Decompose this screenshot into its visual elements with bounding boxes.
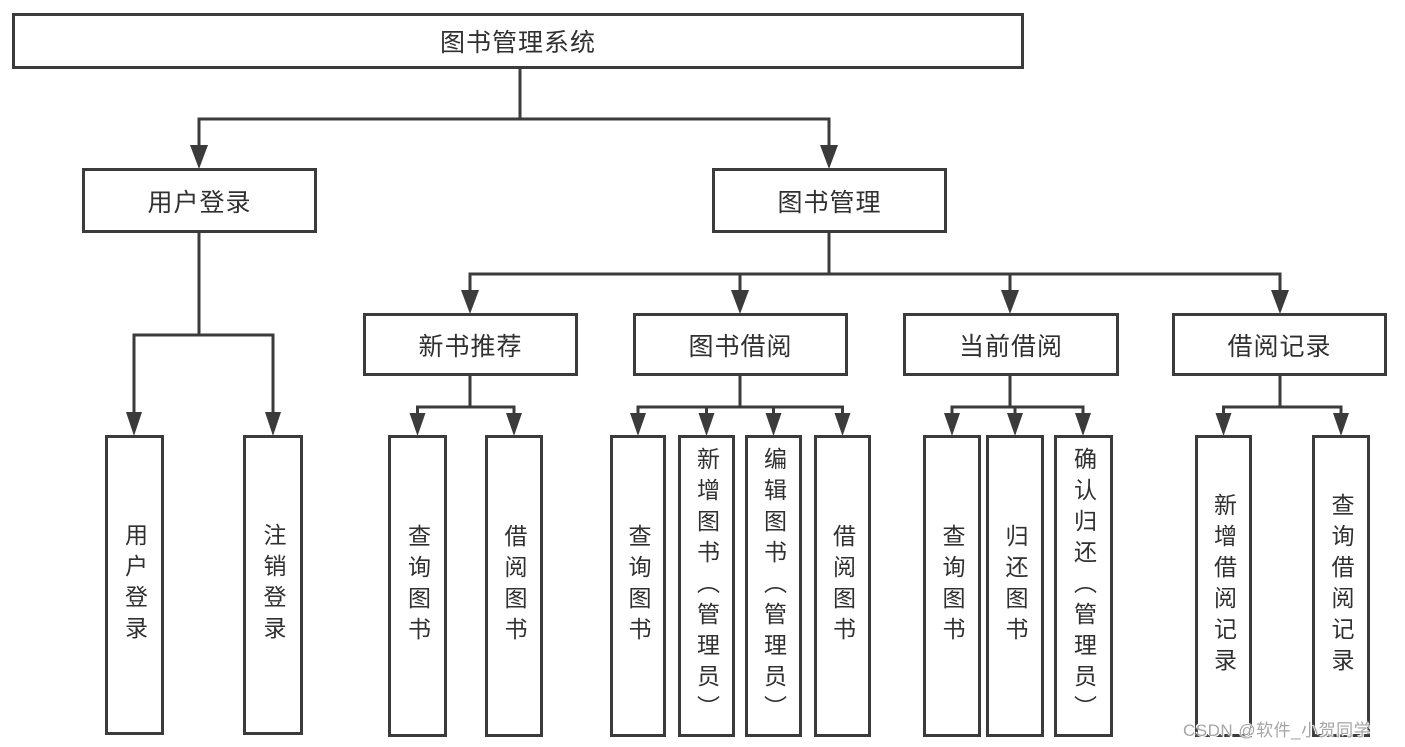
connector-management-to-level2 <box>461 233 1289 314</box>
node-root-label: 图书管理系统 <box>439 29 596 57</box>
node-root: 图书管理系统 <box>12 13 1024 69</box>
node-new-book-recommend: 新书推荐 <box>363 313 578 376</box>
node-user-login: 用户登录 <box>82 168 317 233</box>
leaf-logout: 注销登录 <box>243 435 303 735</box>
leaf-edit-book-admin-label: 编辑图书（管理员） <box>760 446 787 726</box>
leaf-add-borrow-record: 新增借阅记录 <box>1195 435 1252 737</box>
node-user-login-label: 用户登录 <box>147 188 252 217</box>
leaf-query-borrow-record: 查询借阅记录 <box>1312 435 1370 737</box>
node-new-book-recommend-label: 新书推荐 <box>418 332 523 361</box>
leaf-query-borrow-record-label: 查询借阅记录 <box>1328 493 1354 679</box>
leaf-current-query-books-label: 查询图书 <box>939 524 965 648</box>
connector-recommend-to-leaves <box>409 376 522 436</box>
leaf-confirm-return-admin-label: 确认归还（管理员） <box>1070 446 1097 726</box>
node-current-borrow: 当前借阅 <box>903 313 1119 376</box>
leaf-confirm-return-admin: 确认归还（管理员） <box>1054 435 1113 737</box>
leaf-add-book-admin: 新增图书（管理员） <box>678 435 735 737</box>
node-book-management-label: 图书管理 <box>777 188 882 217</box>
leaf-recommend-borrow-books-label: 借阅图书 <box>501 524 527 648</box>
node-book-borrow-label: 图书借阅 <box>688 332 793 361</box>
node-borrow-records-label: 借阅记录 <box>1227 332 1332 361</box>
leaf-return-book: 归还图书 <box>986 435 1044 737</box>
node-current-borrow-label: 当前借阅 <box>958 332 1063 361</box>
connector-root-to-level1 <box>190 69 838 169</box>
leaf-recommend-borrow-books: 借阅图书 <box>485 435 543 737</box>
node-book-management: 图书管理 <box>712 168 947 233</box>
leaf-return-book-label: 归还图书 <box>1002 524 1028 648</box>
connector-borrow-to-leaves <box>630 376 851 436</box>
leaf-logout-label: 注销登录 <box>260 523 286 647</box>
leaf-user-login-label: 用户登录 <box>121 523 148 647</box>
connector-login-to-leaves <box>126 233 281 436</box>
leaf-borrow-books-label: 借阅图书 <box>829 524 856 648</box>
connector-records-to-leaves <box>1215 376 1349 436</box>
csdn-watermark: CSDN @软件_小贺同学 <box>1183 721 1372 740</box>
node-book-borrow: 图书借阅 <box>633 313 848 376</box>
leaf-recommend-query-books: 查询图书 <box>388 435 447 737</box>
leaf-user-login: 用户登录 <box>105 435 164 735</box>
connector-current-to-leaves <box>944 376 1091 436</box>
leaf-current-query-books: 查询图书 <box>923 435 981 737</box>
leaf-recommend-query-books-label: 查询图书 <box>404 524 431 648</box>
leaf-borrow-query-books-label: 查询图书 <box>625 524 651 648</box>
leaf-borrow-query-books: 查询图书 <box>610 435 666 737</box>
leaf-add-borrow-record-label: 新增借阅记录 <box>1210 493 1237 679</box>
node-borrow-records: 借阅记录 <box>1172 313 1387 376</box>
leaf-edit-book-admin: 编辑图书（管理员） <box>745 435 802 737</box>
leaf-borrow-books: 借阅图书 <box>814 435 871 737</box>
leaf-add-book-admin-label: 新增图书（管理员） <box>693 446 720 726</box>
